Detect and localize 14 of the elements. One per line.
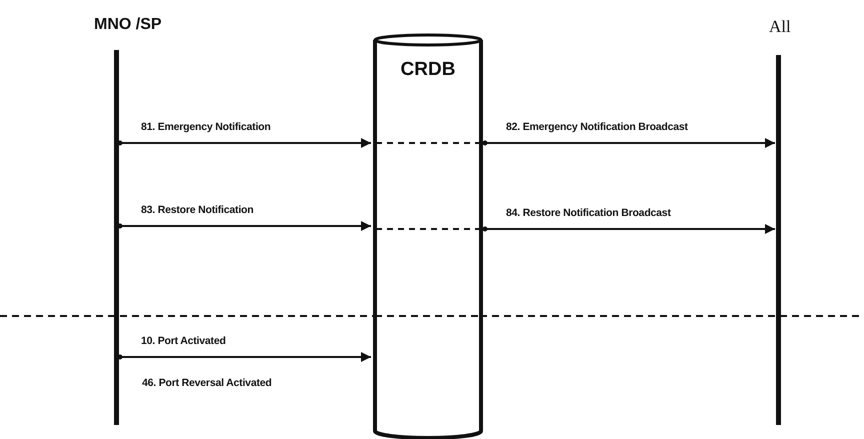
participant-label: MNO /SP	[94, 16, 162, 34]
message-label: 82. Emergency Notification Broadcast	[506, 121, 688, 133]
message-label: 83. Restore Notification	[141, 204, 254, 216]
message-arrow	[118, 221, 371, 231]
message-label: 81. Emergency Notification	[141, 121, 271, 133]
message-arrow	[482, 224, 775, 234]
participant-label: All	[769, 17, 791, 37]
database-label: CRDB	[400, 59, 456, 81]
message-label: 10. Port Activated	[141, 335, 226, 347]
message-arrow	[118, 352, 371, 362]
message-arrow	[118, 138, 371, 148]
message-label: 46. Port Reversal Activated	[142, 377, 272, 389]
message-arrow	[482, 138, 775, 148]
message-label: 84. Restore Notification Broadcast	[506, 207, 671, 219]
